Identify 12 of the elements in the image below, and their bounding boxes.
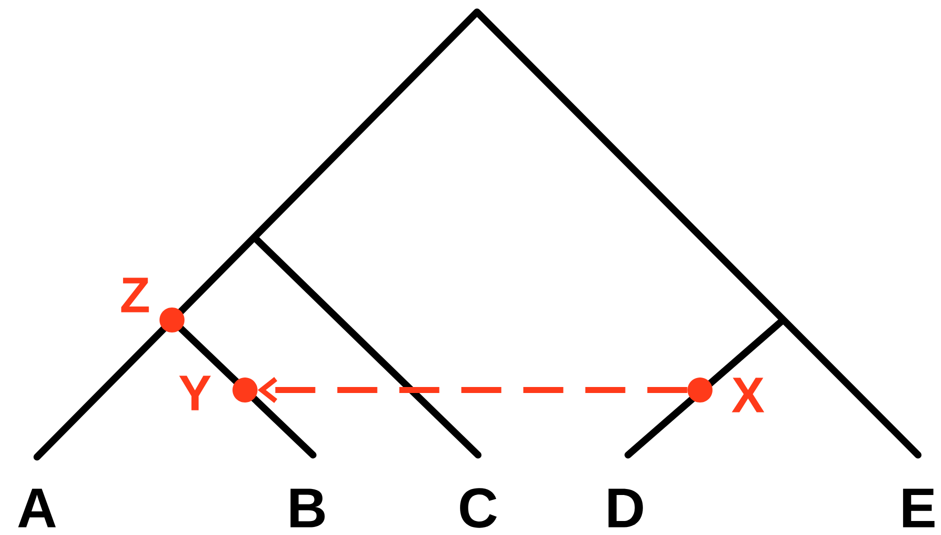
leaf-label: B (290, 488, 325, 528)
leaf-label: C (460, 488, 497, 528)
node-label: Y (179, 376, 211, 410)
node-label: X (732, 378, 764, 412)
node-label: Z (121, 278, 149, 312)
leaf-label: D (608, 488, 643, 528)
leaf-label: A (18, 488, 56, 528)
leaf-label: E (903, 488, 934, 528)
branch-dot (160, 308, 184, 332)
branch-dot (232, 378, 258, 402)
branch-dot (688, 378, 712, 402)
arrow (258, 377, 688, 403)
